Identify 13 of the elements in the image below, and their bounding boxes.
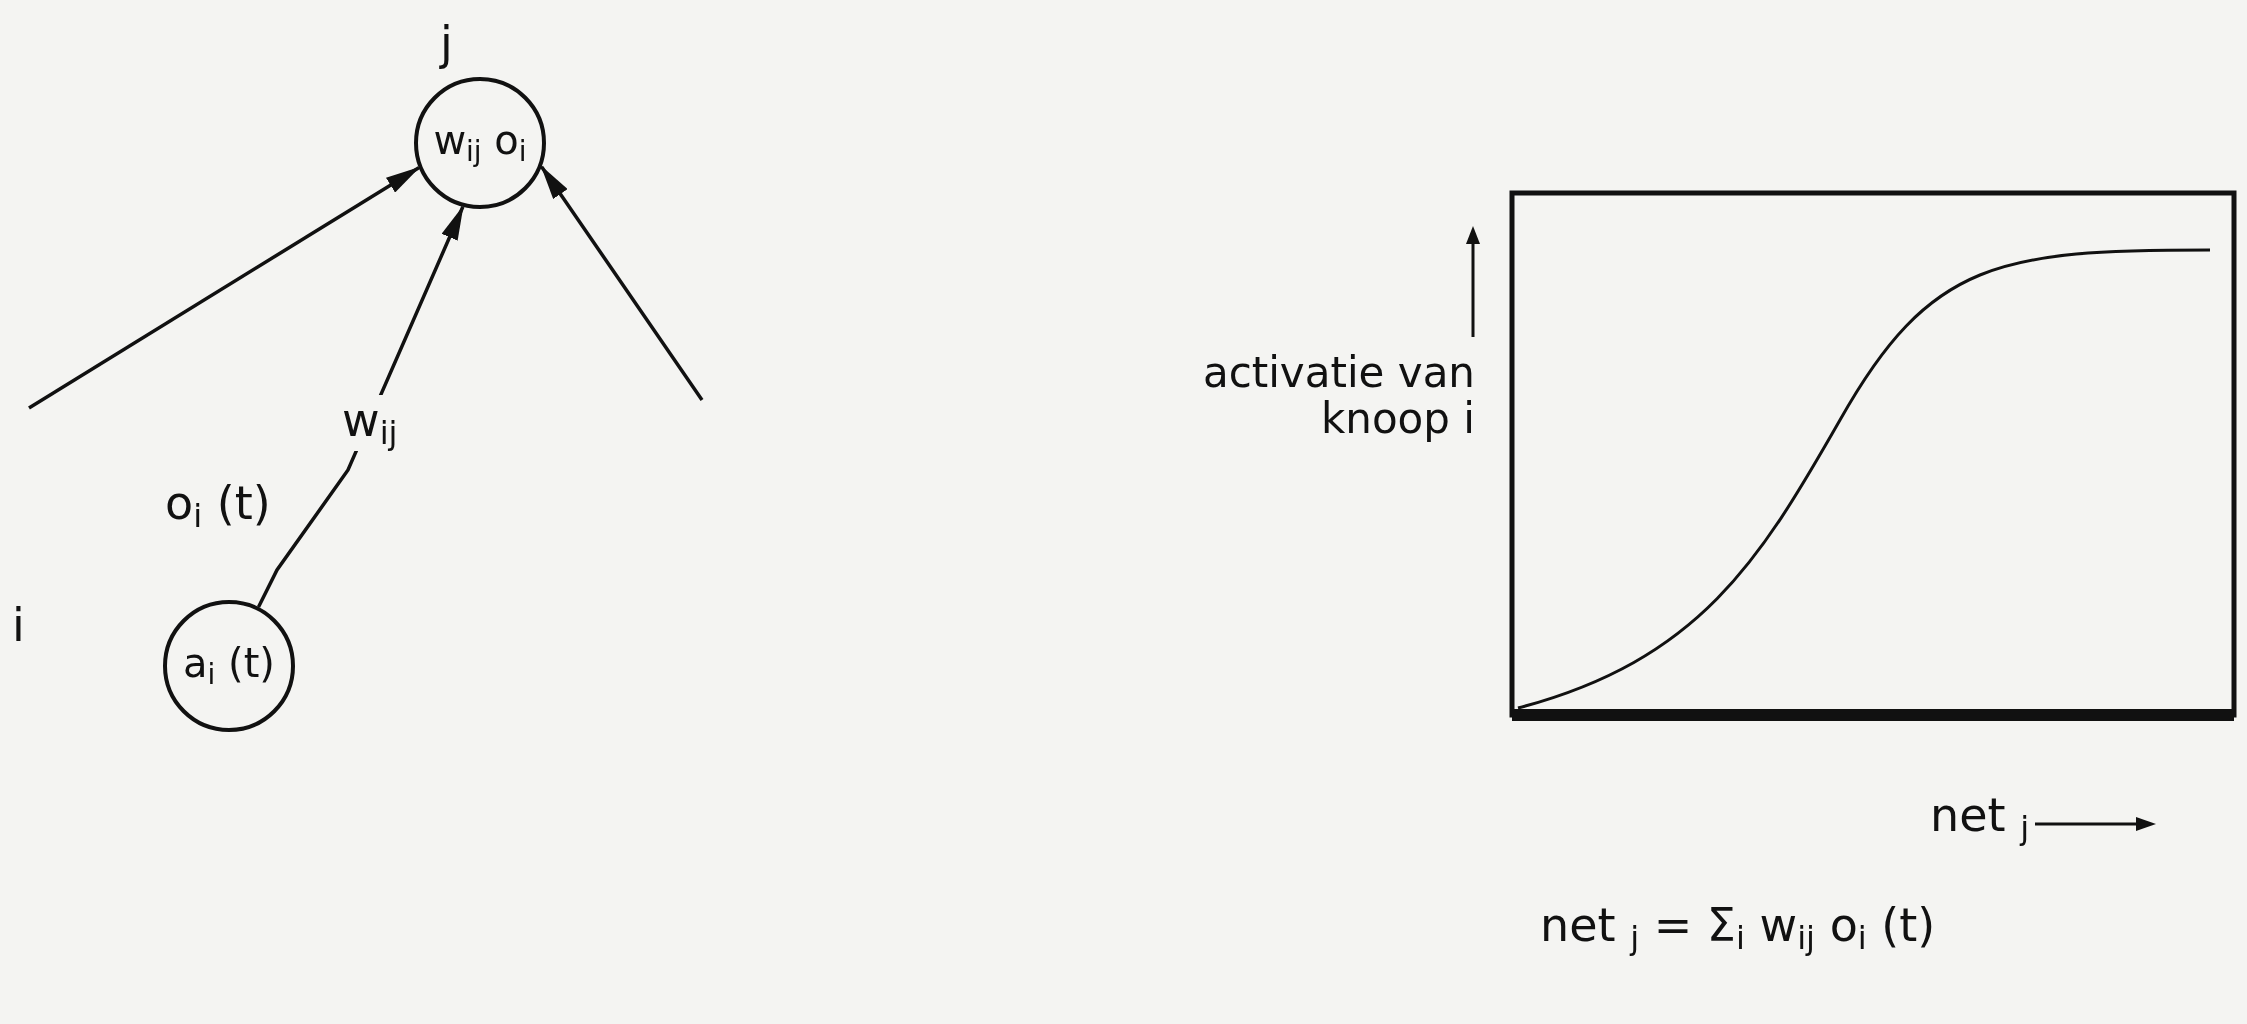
axis-label: net $_{j}$ (1930, 790, 2030, 847)
arrow (28, 166, 421, 410)
node-label: w$_{ij}$ o$_{i}$ (433, 118, 527, 168)
axis-label: activatie van knoop i (1201, 350, 1475, 443)
node-circle (163, 600, 295, 732)
node-name: i (12, 600, 25, 651)
formula: net $_{j}$ = Σ$_{i}$ w$_{ij}$ o$_{i}$ (t) (1540, 900, 1936, 957)
arrow (540, 165, 704, 401)
node-label: a$_{i}$ (t) (183, 641, 275, 691)
edge-label: w$_{ij}$ (342, 395, 398, 452)
node-circle (414, 77, 546, 209)
node-name: j (440, 18, 453, 69)
output-label: o$_{i}$ (t) (165, 478, 271, 535)
